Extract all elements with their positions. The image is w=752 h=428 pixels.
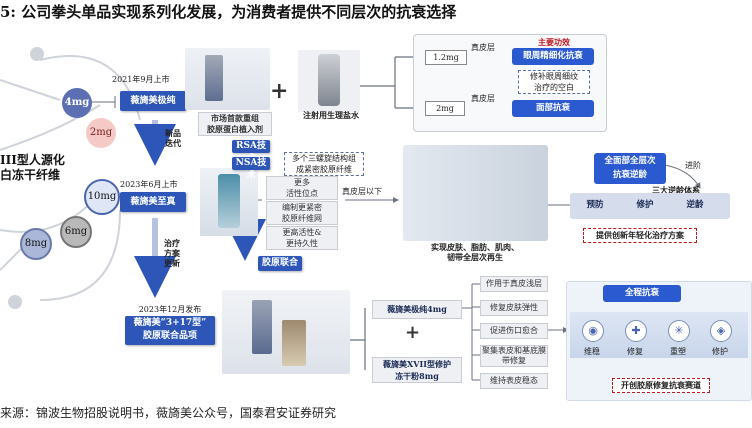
step-repair: 修护 [636,200,654,210]
nsa-note-box: 多个三螺旋结构组成紧密胶原纤维 [284,152,364,176]
product-box-3: 薇旖美“3+17型”胶原联合品项 [125,316,215,345]
stability-icon: ◉ [582,320,604,342]
layer-label-a: 真皮层 [471,43,495,52]
plus-icon: + [405,322,421,343]
collagen-union-box: 胶原联合 [258,256,302,271]
bottom-item-1: 薇旖美极纯4mg [372,300,462,319]
system-label: 三大逆龄体系 [652,185,700,195]
reshape-icon: ✳ [668,320,690,342]
date-3: 2023年12月发布 [138,305,202,314]
feature-box-1: 更多活性位点 [266,176,338,200]
center-label: III型人源化 白冻干纤维 [0,153,65,182]
dose-1-2mg: 1.2mg [425,50,467,65]
product-box-2: 薇旖美至真 [120,192,186,212]
dose-2mg: 2mg [425,101,465,116]
nsa-box: NSA技术 [232,157,270,181]
effect-5: 维持表皮稳态 [480,373,548,389]
icon-label-protect: 修护 [712,347,728,356]
eye-antiaging-box: 眼周精细化抗衰 [512,48,594,65]
layer-label-b: 真皮层 [471,94,495,103]
icon-label-stability: 维稳 [584,347,600,356]
step-prevent: 预防 [586,200,604,210]
icon-label-reshape: 重塑 [670,347,686,356]
dose-circle-10mg: 10mg [84,179,120,215]
dose-circle-6mg: 6mg [60,216,92,248]
advance-label: 进阶 [685,161,701,170]
date-1: 2021年9月上市 [112,75,170,84]
face-image [403,145,548,241]
full-face-box: 全面部全层次抗衰逆龄 [594,153,666,184]
product-box-1: 薇旖美极纯 [120,91,186,111]
step-reverse: 逆龄 [686,200,704,210]
main-effect-label: 主要功效 [538,37,570,47]
vial-icon [205,55,223,101]
plan-box: 提供创新年轻化治疗方案 [583,228,697,243]
ring-dot [30,47,44,61]
plan-update-label: 治疗方案更新 [164,238,180,268]
dose-circle-8mg: 8mg [20,228,52,260]
vial-icon [252,300,272,354]
protect-icon: ◈ [710,320,732,342]
feature-box-2: 编制更紧密胶原纤维网 [266,201,338,225]
iteration-label: 新品迭代 [165,128,181,148]
dose-circle-2mg: 2mg [86,118,116,148]
saline-caption: 注射用生理盐水 [303,110,359,120]
full-process-box: 全程抗衰 [603,285,681,302]
figure-title: 5: 公司拳头单品实现系列化发展，为消费者提供不同层次的抗衰选择 [0,3,457,21]
effect-4: 聚集表皮和基底膜带修复 [480,345,548,367]
vial-icon [218,174,240,228]
source-note: 来源：锦波生物招股说明书，薇旖美公众号，国泰君安证券研究 [0,406,337,420]
channel-box: 开创胶原修复抗衰赛道 [612,378,710,393]
effect-3: 促进伤口愈合 [480,323,548,339]
effect-2: 修复皮肤弹性 [480,300,548,316]
date-2: 2023年6月上市 [120,180,178,189]
plus-icon: + [270,78,289,104]
steps-bar [570,193,730,219]
eye-note-box: 修补眼周细纹治疗的空白 [518,70,590,94]
face-antiaging-box: 面部抗衰 [512,100,594,117]
dose-circle-4mg: 4mg [62,88,92,118]
first-product-caption: 市场首款重组胶原蛋白植入剂 [198,112,272,136]
layer-label-mid: 真皮层以下 [342,187,382,196]
bottom-item-2: 薇旖美XVII型修护冻干粉8mg [372,357,462,383]
skin-caption: 实现皮肤、脂肪、肌肉、韧带全层次再生 [431,242,519,262]
repair-icon: ✚ [625,320,647,342]
vial-icon [282,320,306,366]
saline-vial-icon [318,54,340,106]
icon-label-repair: 修复 [627,347,643,356]
effect-1: 作用于真皮浅层 [480,276,548,292]
ring-dot [8,295,22,309]
feature-box-3: 更高活性&更持久性 [266,226,338,250]
rsa-box: RSA技术 [232,140,270,164]
product-image-1 [185,48,270,110]
